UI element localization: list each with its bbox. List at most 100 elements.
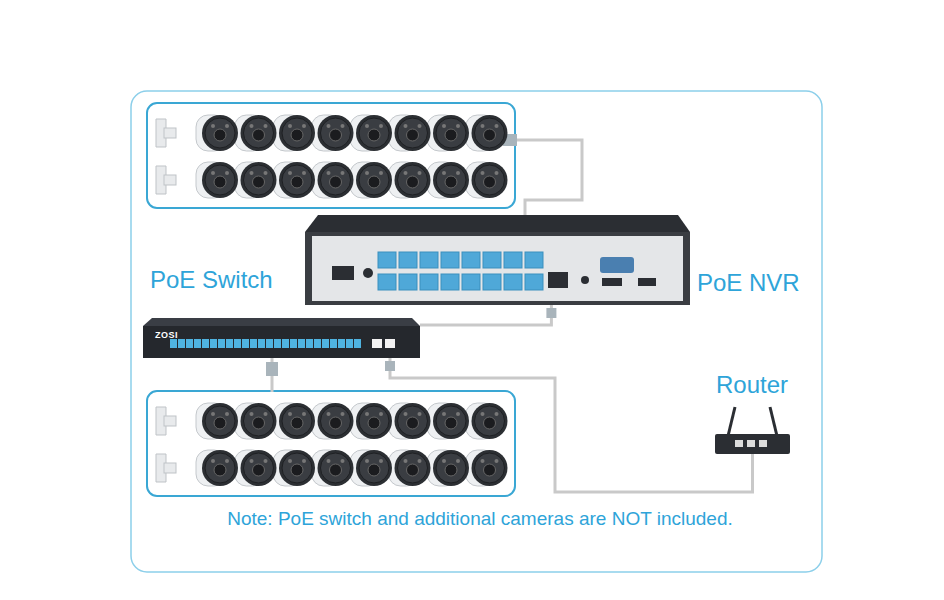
camera-led bbox=[302, 124, 306, 128]
switch-port bbox=[322, 339, 329, 348]
camera-led bbox=[264, 412, 268, 416]
camera-face bbox=[433, 162, 469, 198]
router-port bbox=[735, 440, 743, 447]
camera-lens bbox=[407, 176, 419, 188]
camera-led bbox=[302, 412, 306, 416]
camera-lens bbox=[330, 464, 342, 476]
camera-led bbox=[250, 459, 254, 463]
camera-face bbox=[433, 450, 469, 486]
poe-port bbox=[504, 252, 522, 268]
camera-face-ring bbox=[436, 406, 466, 436]
camera-icon bbox=[312, 162, 354, 198]
camera-mount-arm bbox=[164, 175, 176, 185]
camera-face bbox=[395, 403, 431, 439]
camera-face-ring bbox=[398, 453, 428, 483]
cable-line bbox=[390, 358, 753, 492]
camera-icon bbox=[196, 450, 238, 486]
camera-face-ring bbox=[321, 406, 351, 436]
camera-face-ring bbox=[436, 118, 466, 148]
poe-port bbox=[441, 274, 459, 290]
device-label: PoE Switch bbox=[150, 266, 273, 294]
poe-port bbox=[420, 274, 438, 290]
camera-led bbox=[225, 459, 229, 463]
camera-icon bbox=[350, 450, 392, 486]
camera-led bbox=[211, 171, 215, 175]
power-jack bbox=[363, 268, 373, 278]
poe-port bbox=[420, 252, 438, 268]
camera-face bbox=[318, 115, 354, 151]
camera-face bbox=[241, 162, 277, 198]
camera-icon bbox=[273, 115, 315, 151]
camera-lens bbox=[484, 176, 496, 188]
nvr-body bbox=[305, 232, 690, 305]
camera-led bbox=[341, 459, 345, 463]
poe-port bbox=[378, 252, 396, 268]
camera-led bbox=[225, 171, 229, 175]
camera-face-ring bbox=[244, 165, 274, 195]
poe-port bbox=[483, 252, 501, 268]
camera-led bbox=[495, 459, 499, 463]
camera-lens bbox=[214, 417, 226, 429]
camera-lens bbox=[484, 129, 496, 141]
camera-led bbox=[341, 171, 345, 175]
camera-led bbox=[264, 124, 268, 128]
camera-icon bbox=[273, 403, 315, 439]
camera-face bbox=[318, 162, 354, 198]
camera-face-ring bbox=[321, 118, 351, 148]
camera-face-ring bbox=[359, 406, 389, 436]
vga-port bbox=[600, 257, 634, 273]
cable-line bbox=[420, 305, 551, 325]
camera-lens bbox=[368, 464, 380, 476]
switch-port bbox=[346, 339, 353, 348]
camera-mount-arm bbox=[164, 128, 176, 138]
camera-face-ring bbox=[282, 453, 312, 483]
nvr-back-panel bbox=[312, 236, 683, 301]
camera-led bbox=[288, 412, 292, 416]
camera-led bbox=[365, 124, 369, 128]
camera-led bbox=[341, 412, 345, 416]
camera-face bbox=[395, 162, 431, 198]
note-text: Note: PoE switch and additional cameras … bbox=[150, 507, 810, 531]
network-cable bbox=[420, 305, 556, 325]
camera-icon bbox=[427, 403, 469, 439]
camera-face-ring bbox=[282, 165, 312, 195]
camera-lens bbox=[330, 417, 342, 429]
camera-face-ring bbox=[244, 406, 274, 436]
antenna bbox=[728, 407, 735, 436]
camera-led bbox=[442, 124, 446, 128]
camera-led bbox=[264, 171, 268, 175]
camera-face bbox=[433, 115, 469, 151]
camera-face bbox=[241, 115, 277, 151]
camera-face-ring bbox=[436, 453, 466, 483]
camera-face bbox=[433, 403, 469, 439]
camera-led bbox=[327, 459, 331, 463]
camera-led bbox=[302, 459, 306, 463]
camera-led bbox=[327, 171, 331, 175]
camera-icon bbox=[427, 450, 469, 486]
camera-led bbox=[341, 124, 345, 128]
camera-led bbox=[379, 412, 383, 416]
camera-face bbox=[395, 450, 431, 486]
power-switch bbox=[332, 266, 354, 280]
camera-led bbox=[365, 459, 369, 463]
switch-port bbox=[330, 339, 337, 348]
brand-logo: ZOSI bbox=[155, 330, 178, 340]
device-node: PoE NVR bbox=[305, 215, 690, 305]
camera-led bbox=[379, 124, 383, 128]
camera-face bbox=[279, 450, 315, 486]
camera-led bbox=[225, 412, 229, 416]
camera-face-ring bbox=[359, 453, 389, 483]
camera-led bbox=[418, 412, 422, 416]
poe-port bbox=[525, 274, 543, 290]
switch-port bbox=[202, 339, 209, 348]
camera-face-ring bbox=[398, 165, 428, 195]
router-port bbox=[747, 440, 755, 447]
camera-face-ring bbox=[205, 118, 235, 148]
switch-port bbox=[218, 339, 225, 348]
camera-led bbox=[211, 459, 215, 463]
camera-face bbox=[202, 450, 238, 486]
camera-lens bbox=[253, 129, 265, 141]
camera-led bbox=[456, 412, 460, 416]
camera-lens bbox=[484, 417, 496, 429]
